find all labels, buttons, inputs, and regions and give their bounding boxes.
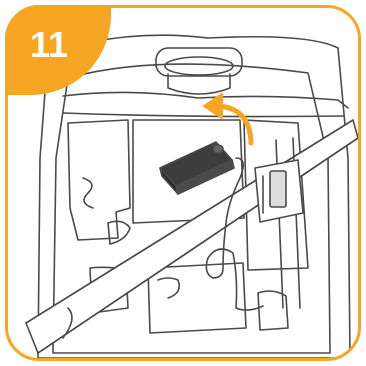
headrest-knob — [156, 48, 242, 94]
clip-holder-icon — [255, 160, 303, 222]
step-number: 11 — [30, 24, 68, 66]
battery-pack-icon — [160, 142, 234, 194]
